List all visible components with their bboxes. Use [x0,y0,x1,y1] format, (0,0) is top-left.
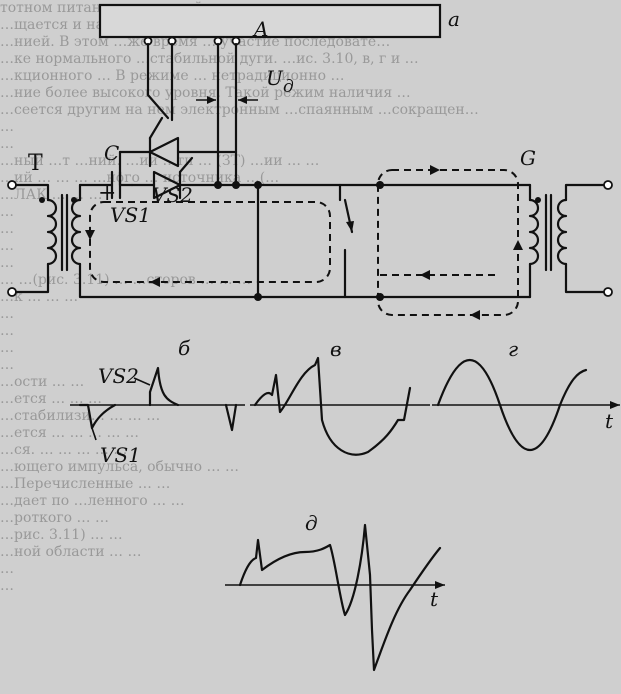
background-text-line: … [0,561,14,577]
waveform-b: VS2 VS1 [70,364,245,467]
wave-vs2-label: VS2 [98,364,139,388]
wave-vs1-label: VS1 [100,443,141,467]
background-text-line: …ется … … … … … [0,425,139,441]
ud-label: U [266,66,284,90]
part-v-label: в [330,337,342,361]
background-text-line: …Перечисленные … … [0,476,171,492]
background-text-line: … [0,119,14,135]
capacitor-label: C [104,141,119,165]
generator-label: G [520,146,536,170]
vs2-gate-wire [146,42,170,120]
ud-indicator: U д [196,66,294,104]
background-text-line: …ЛАК … … … [0,187,103,203]
background-text-line: …дает по …ленного … … [0,493,185,509]
background-text-line: …ости … … [0,374,85,390]
transformer-t: Т [7,151,260,299]
background-text-line: …ной области … … [0,544,142,560]
transformer-label: Т [28,151,43,176]
background-text-line: … [0,204,14,220]
waveform-d: t [225,523,445,672]
t-axis-label-1: t [605,409,614,433]
background-text-line: …рис. 3.11) … … [0,527,123,543]
background-text-line: … [0,357,14,373]
vs1-label: VS1 [110,203,151,227]
block-a-label: A [252,17,268,41]
background-text-line: …сеется другим на нем электронным …спаян… [0,102,479,118]
arc-gap [338,183,354,299]
part-a-label: а [448,7,460,31]
background-text-line: …кционного … В режиме … нетрадиционно … [0,68,345,84]
vs1-thyristor: VS1 [110,156,238,227]
background-text-line: … [0,306,14,322]
background-text-line: … [0,340,14,356]
background-text-line: …ке нормального …стабильной дуги. …ис. 3… [0,51,419,67]
block-a [98,3,442,39]
background-text-line: …стабилизи… … … … [0,408,161,424]
waveform-v [250,356,430,456]
background-text-line: …ся. … … … … … [0,442,128,458]
background-text-line: …ный …т …ний. …ии …ти … (ЗТ) …ии … … [0,153,320,169]
background-text-line: …ющего импульса, обычно … … [0,459,240,475]
part-b-label: б [178,336,191,360]
background-text-line: … …(рис. 3.11) … …сторов … … … [0,272,252,288]
background-text-line: … [0,221,14,237]
background-text-line: … [0,238,14,254]
background-text-line: … [0,255,14,271]
background-text-line: … [0,578,14,594]
ud-subscript: д [283,77,294,97]
block-a-terminals [143,36,241,46]
part-d-label: д [305,511,318,535]
capacitor-plus: + [98,181,116,206]
current-loop-generator [377,165,523,320]
background-text-line: … [0,323,14,339]
t-axis-label-2: t [430,587,439,611]
waveform-g: t [432,359,620,451]
part-g-label: г [508,337,518,361]
generator-g: G [520,146,613,299]
background-text-line: …роткого … … [0,510,109,526]
background-text-line: … [0,136,14,152]
background-text-line: …ется … … … [0,391,103,407]
current-loop-vs1 [85,201,331,287]
capacitor-c: C + [78,141,134,206]
vs2-thyristor: VS2 [118,116,238,207]
